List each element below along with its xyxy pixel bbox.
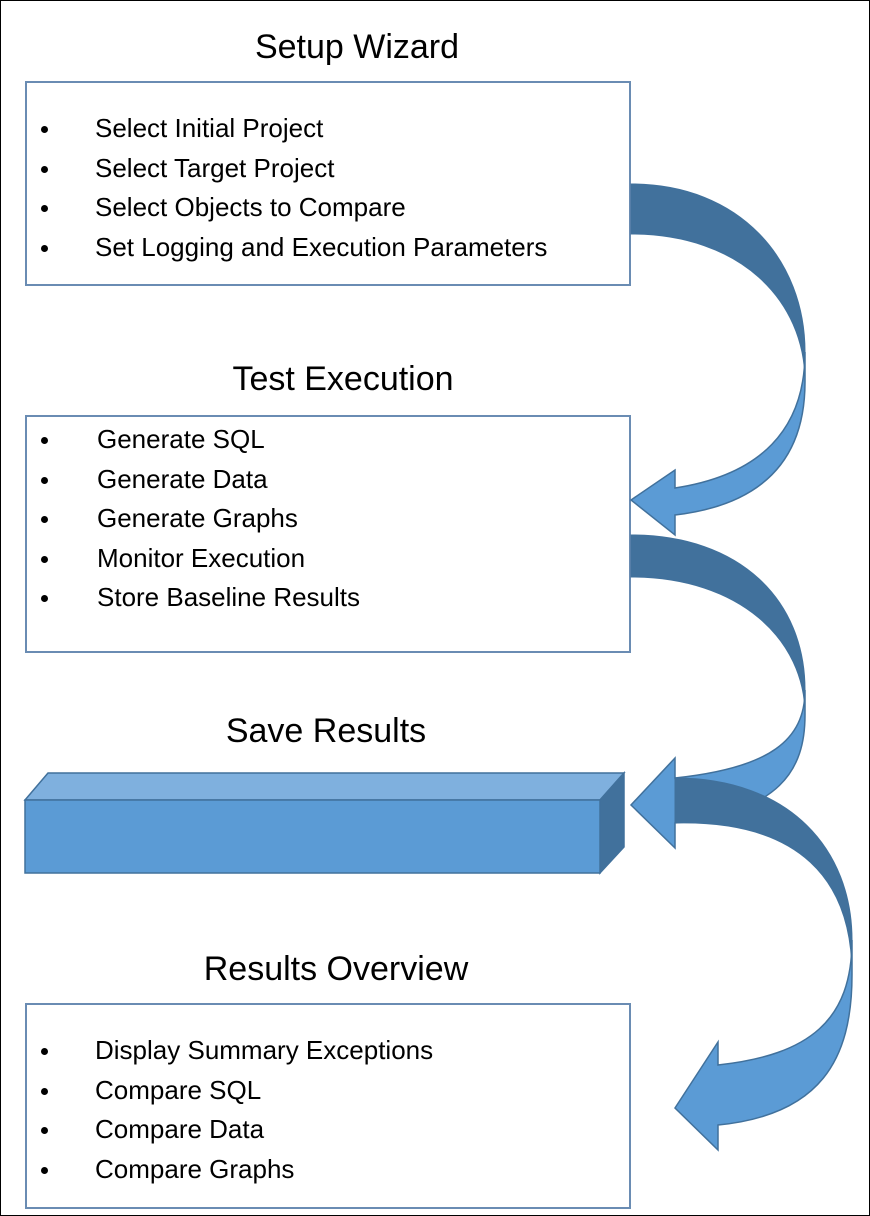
list-item: Generate SQL (27, 420, 629, 460)
test-execution-title: Test Execution (232, 360, 454, 398)
bullet-icon (41, 476, 48, 484)
bullet-icon (41, 555, 48, 563)
list-item: Generate Graphs (27, 499, 629, 539)
list-item: Compare SQL (27, 1071, 629, 1111)
bullet-icon (41, 595, 48, 602)
bullet-icon (41, 205, 48, 212)
list-item: Set Logging and Execution Parameters (27, 228, 629, 268)
bar-top-face (23, 772, 626, 801)
results-overview-box: Display Summary Exceptions Compare SQL C… (25, 1003, 631, 1209)
bullet-icon (41, 1087, 48, 1095)
save-results-bar (23, 771, 626, 875)
list-item: Select Initial Project (27, 109, 629, 149)
bullet-icon (41, 1166, 48, 1174)
arrow-body (629, 351, 806, 537)
bullet-icon (41, 244, 48, 252)
arrow-shade (630, 534, 806, 716)
list-item: Compare Graphs (27, 1150, 629, 1190)
test-execution-list: Generate SQL Generate Data Generate Grap… (27, 420, 629, 618)
bullet-icon (41, 516, 48, 523)
arrow-body (674, 939, 853, 1152)
list-item: Compare Data (27, 1110, 629, 1150)
bullet-icon (41, 1127, 48, 1134)
list-item: Display Summary Exceptions (27, 1031, 629, 1071)
curved-arrow-1 (629, 183, 806, 537)
results-overview-list: Display Summary Exceptions Compare SQL C… (27, 1031, 629, 1189)
list-item: Store Baseline Results (27, 578, 629, 618)
bullet-icon (41, 126, 48, 133)
list-item: Select Objects to Compare (27, 188, 629, 228)
setup-wizard-box: Select Initial Project Select Target Pro… (25, 81, 631, 286)
list-item: Monitor Execution (27, 539, 629, 579)
save-results-title: Save Results (225, 712, 427, 750)
bar-front-face (24, 799, 601, 874)
arrow-shade (674, 777, 853, 976)
arrow-shade (630, 183, 806, 383)
bullet-icon (41, 165, 48, 173)
list-item: Generate Data (27, 460, 629, 500)
setup-wizard-list: Select Initial Project Select Target Pro… (27, 109, 629, 267)
curved-arrow-3 (674, 777, 853, 1152)
bullet-icon (41, 1048, 48, 1055)
list-item: Select Target Project (27, 149, 629, 189)
setup-wizard-title: Setup Wizard (254, 28, 460, 66)
test-execution-box: Generate SQL Generate Data Generate Grap… (25, 415, 631, 653)
results-overview-title: Results Overview (203, 950, 469, 988)
bullet-icon (41, 437, 48, 444)
